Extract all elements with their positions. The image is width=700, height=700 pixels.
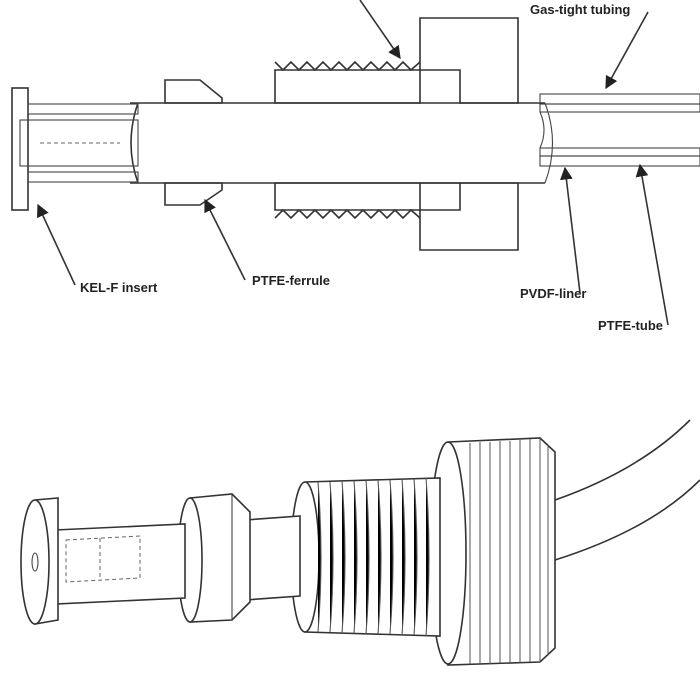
tube-3d — [554, 419, 700, 561]
gas-tight-tubing-label: Gas-tight tubing — [530, 2, 630, 17]
cross-section-view: Gas-tight tubing KEL-F insert PTFE-ferru… — [11, 0, 700, 333]
kel-f-insert-section — [11, 87, 139, 211]
ptfe-ferrule-section — [164, 79, 223, 206]
ptfe-ferrule-leader — [204, 198, 246, 281]
ptfe-tube-label: PTFE-tube — [598, 318, 663, 333]
gas-tight-tubing-leader — [605, 11, 649, 90]
knurled-nut-3d — [429, 437, 556, 666]
kel-f-insert-label: KEL-F insert — [80, 280, 158, 295]
assembly-perspective-view — [20, 419, 700, 666]
threaded-nut-section — [274, 17, 519, 251]
tube-segment-3d — [244, 515, 301, 601]
threaded-shank-3d — [290, 477, 441, 637]
pvdf-liner-label: PVDF-liner — [520, 286, 586, 301]
thread-leader — [359, 0, 401, 60]
ptfe-ferrule-label: PTFE-ferrule — [252, 273, 330, 288]
ptfe-ferrule-3d — [177, 493, 251, 623]
kel-f-insert-leader — [37, 203, 76, 286]
inner-bore-tube — [130, 102, 554, 184]
ptfe-tube-leader — [635, 163, 669, 326]
pvdf-liner-leader — [560, 166, 581, 294]
insert-tube-3d — [54, 523, 186, 605]
gas-tight-tubing-section — [539, 93, 700, 167]
kel-f-insert-3d — [20, 497, 141, 625]
